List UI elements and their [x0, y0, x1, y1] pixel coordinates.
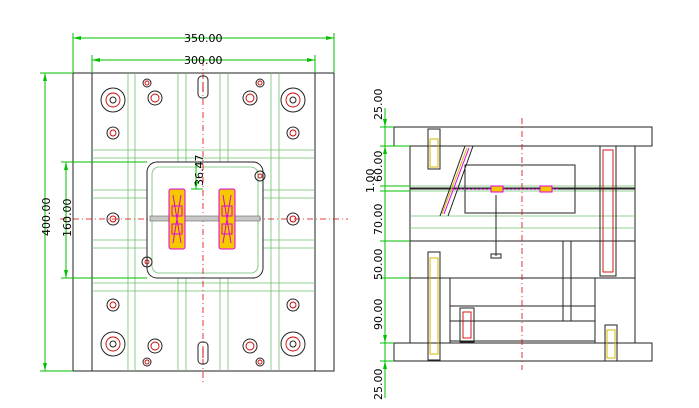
dimension-height-400: 400.00	[40, 72, 73, 372]
dim-400-label: 400.00	[40, 198, 53, 237]
angle-pin	[439, 145, 474, 217]
return-pin	[459, 240, 572, 343]
dim-160-label: 160.00	[61, 199, 74, 238]
top-view: 350.00 300.00 400.00 160.00	[40, 32, 348, 384]
guide-pillar-left	[427, 128, 441, 361]
dim-300-label: 300.00	[184, 54, 223, 67]
dim-side-60-label: 60.00	[372, 151, 385, 183]
sprue-ejector	[490, 195, 502, 259]
guide-pillar-tl	[100, 87, 126, 113]
slot-top	[197, 75, 209, 99]
guide-pillar-br	[280, 331, 306, 357]
runner	[149, 215, 261, 222]
support-plate	[409, 240, 636, 279]
dim-side-bottom-label: 25.00	[372, 369, 385, 401]
molded-part-side	[452, 185, 560, 193]
guide-pillar-bl	[100, 331, 126, 357]
dim-side-top-label: 25.00	[372, 89, 385, 121]
dimension-width-350: 350.00	[72, 32, 335, 73]
dim-36-label: 36.47	[193, 155, 206, 187]
inner-plate	[91, 72, 316, 372]
dim-side-50-label: 50.00	[372, 249, 385, 281]
guide-pillar-right	[599, 145, 618, 362]
dimension-width-300: 300.00	[91, 54, 316, 73]
bottom-plate	[393, 342, 653, 362]
dimension-height-160: 160.00	[61, 161, 147, 279]
side-dimension-stack: 25.00 60.00 1.00 70.00 50.00 90.00 25.00	[364, 89, 410, 401]
slot-bottom	[197, 341, 209, 365]
core-plate	[409, 188, 636, 242]
molded-part-right	[218, 188, 236, 250]
dim-side-1-label: 1.00	[364, 169, 377, 194]
molded-part-left	[168, 188, 186, 250]
spacer-right	[594, 277, 636, 344]
dimension-offset-36: 36.47	[191, 155, 206, 190]
ejector-plate	[449, 320, 596, 342]
side-view: 25.00 60.00 1.00 70.00 50.00 90.00 25.00	[364, 89, 653, 401]
dim-side-70-label: 70.00	[372, 204, 385, 236]
dim-side-90-label: 90.00	[372, 299, 385, 331]
cavity-plate	[409, 145, 636, 189]
screw-holes	[106, 78, 300, 367]
dim-350-label: 350.00	[184, 32, 223, 45]
top-plate	[393, 126, 653, 147]
guide-pillar-tr	[280, 87, 306, 113]
